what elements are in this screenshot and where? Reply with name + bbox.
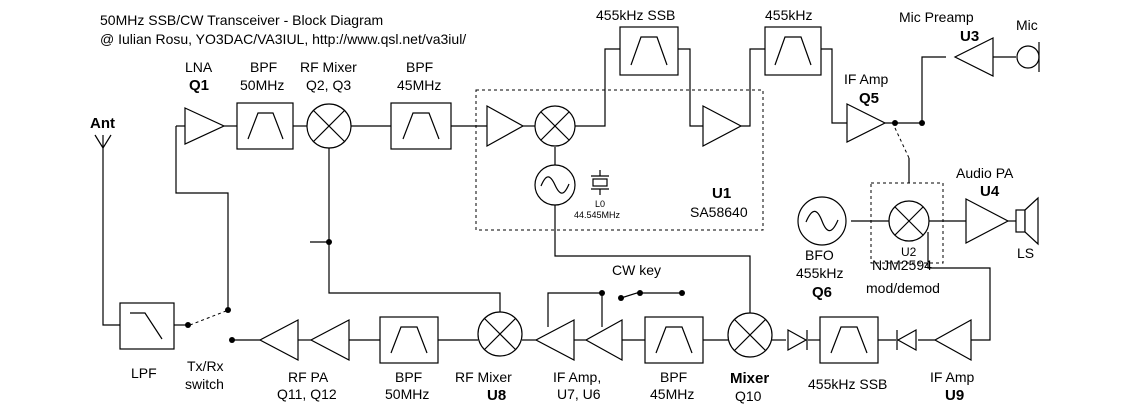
lna-label: LNA	[185, 59, 213, 75]
if-amp-q5-ref: Q5	[859, 90, 879, 107]
u1-ref: U1	[712, 185, 731, 202]
diode-right-icon	[787, 328, 808, 352]
ls-label: LS	[1017, 245, 1034, 261]
if-amp-u7-refs: U7, U6	[557, 386, 601, 402]
u1-part: SA58640	[690, 204, 748, 220]
rf-pa-stage1-icon	[258, 319, 299, 361]
u2-ref: U2	[901, 245, 917, 259]
bfo-label: BFO	[805, 247, 834, 263]
if-amp-u9-ref: U9	[945, 387, 964, 404]
if-amp-u9-label: IF Amp	[930, 369, 975, 385]
diagram-credit: @ Iulian Rosu, YO3DAC/VA3IUL, http://www…	[100, 31, 466, 47]
rf-mixer-rx-label: RF Mixer	[300, 59, 357, 75]
audio-pa-label: Audio PA	[956, 165, 1014, 181]
lna-ref: Q1	[189, 77, 209, 94]
if-amp-q5-label: IF Amp	[844, 71, 889, 87]
rf-mixer-tx-ref: U8	[487, 387, 506, 404]
lpf-label: LPF	[131, 365, 157, 381]
rf-pa-label: RF PA	[288, 369, 329, 385]
rf-pa-refs: Q11, Q12	[277, 386, 337, 402]
if-amp-q5-icon	[846, 103, 887, 143]
bfo-ref: Q6	[812, 284, 832, 301]
filter-455khz-top-label: 455kHz	[765, 7, 812, 23]
u2-chip-outline	[870, 182, 944, 264]
filter-455khz-ssb-bottom-label: 455kHz SSB	[808, 376, 887, 392]
loudspeaker-icon	[1008, 196, 1039, 246]
mic-label: Mic	[1016, 17, 1038, 33]
diode-left-icon	[896, 328, 917, 352]
bfo-freq: 455kHz	[796, 265, 843, 281]
mixer-q10-ref: Q10	[735, 388, 762, 404]
cw-key-label: CW key	[612, 262, 661, 278]
microphone-icon	[1016, 42, 1040, 72]
diagram-title: 50MHz SSB/CW Transceiver - Block Diagram	[100, 12, 383, 28]
junction-dots	[185, 120, 925, 343]
rf-pa-stage2-icon	[309, 319, 350, 361]
u2-function: mod/demod	[866, 280, 940, 296]
u1-output-amplifier-icon	[702, 105, 743, 147]
if-amp-u6-icon	[584, 318, 623, 362]
u1-mixer-icon	[534, 105, 576, 147]
u2-mixer-icon	[888, 200, 930, 242]
bpf-50mhz-tx-freq: 50MHz	[385, 386, 429, 402]
audio-pa-ref: U4	[980, 183, 1000, 200]
bpf-45mhz-rx-block	[390, 102, 452, 150]
if-amp-u7-label: IF Amp,	[553, 369, 601, 385]
bpf-50mhz-rx-freq: 50MHz	[240, 77, 284, 93]
bfo-oscillator-icon	[797, 196, 847, 246]
u2-part: NJM2594	[872, 257, 932, 273]
rf-mixer-tx-label: RF Mixer	[455, 369, 512, 385]
rf-mixer-tx-icon	[477, 311, 523, 357]
mixer-q10-label: Mixer	[730, 370, 769, 387]
u1-chip-outline	[475, 89, 764, 231]
txrx-switch-lever	[189, 310, 227, 326]
mic-preamp-icon	[953, 37, 994, 77]
antenna-icon	[94, 134, 112, 150]
lo-label: L0	[595, 199, 605, 209]
filter-455khz-ssb-top-block	[619, 26, 679, 76]
if-amp-u9-icon	[933, 318, 972, 362]
if-amp-u7-icon	[534, 319, 575, 361]
bpf-50mhz-tx-label: BPF	[395, 369, 422, 385]
lna-amplifier-icon	[184, 107, 226, 145]
bpf-45mhz-rx-freq: 45MHz	[397, 77, 441, 93]
txrx-switch-label-line2: switch	[185, 376, 224, 392]
u1-amplifier-icon	[486, 104, 525, 148]
bpf-50mhz-rx-label: BPF	[250, 59, 277, 75]
bpf-45mhz-rx-label: BPF	[406, 59, 433, 75]
txrx-switch-label-line1: Tx/Rx	[187, 358, 224, 374]
bpf-50mhz-tx-block	[379, 316, 439, 364]
filter-455khz-ssb-bottom-block	[819, 316, 879, 364]
audio-pa-icon	[965, 198, 1010, 244]
ant-label: Ant	[90, 115, 115, 132]
bpf-45mhz-tx-label: BPF	[660, 369, 687, 385]
lo-oscillator-icon	[534, 164, 576, 206]
mic-preamp-ref: U3	[960, 28, 979, 45]
rf-mixer-rx-refs: Q2, Q3	[306, 77, 351, 93]
filter-455khz-top-block	[764, 26, 822, 76]
bpf-50mhz-rx-block	[236, 102, 294, 150]
mic-preamp-label: Mic Preamp	[899, 9, 974, 25]
lpf-block	[119, 302, 175, 350]
crystal-icon	[591, 170, 609, 195]
mixer-q10-icon	[727, 312, 773, 358]
rf-mixer-rx-icon	[306, 103, 352, 149]
filter-455khz-ssb-top-label: 455kHz SSB	[596, 7, 675, 23]
bpf-45mhz-tx-freq: 45MHz	[650, 386, 694, 402]
bpf-45mhz-tx-block	[644, 316, 704, 364]
lo-freq: 44.545MHz	[574, 210, 621, 220]
